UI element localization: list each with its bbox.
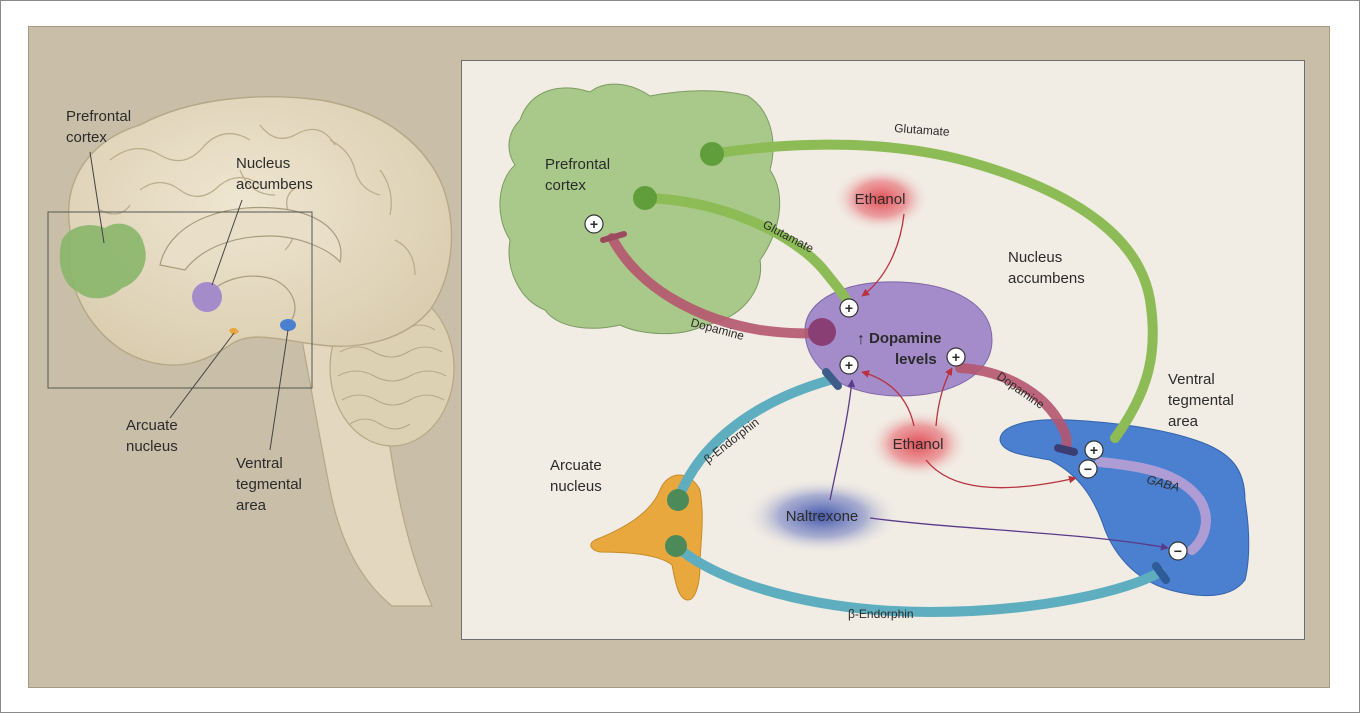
plus-badge-nac-bottom: + (840, 356, 858, 374)
svg-text:+: + (590, 216, 598, 232)
vta-region (1000, 420, 1249, 596)
diagram-label-arcuate-nucleus: Arcuate nucleus (550, 457, 606, 495)
svg-text:+: + (1090, 442, 1098, 458)
brain-vta (280, 319, 296, 331)
dopamine-vta-label: Dopamine (994, 369, 1047, 412)
svg-text:−: − (1174, 543, 1182, 559)
brain-label-arcuate-nucleus: Arcuate nucleus (126, 417, 182, 455)
plus-badge-vta: + (1085, 441, 1103, 459)
beta-endorphin-lower-label: β-Endorphin (848, 607, 914, 621)
minus-badge-vta-top: − (1079, 460, 1097, 478)
prefrontal-cortex-region (500, 84, 780, 334)
svg-text:+: + (845, 357, 853, 373)
svg-text:+: + (845, 300, 853, 316)
plus-badge-nac-top: + (840, 299, 858, 317)
plus-badge-nac-right: + (947, 348, 965, 366)
brain-illustration (48, 97, 454, 606)
svg-text:+: + (952, 349, 960, 365)
plus-badge-pfc: + (585, 215, 603, 233)
diagram-label-vta: Ventral tegmental area (1168, 371, 1238, 430)
minus-badge-vta-bottom: − (1169, 542, 1187, 560)
svg-text:−: − (1084, 461, 1092, 477)
dopamine-levels-arrow: ↑ (857, 331, 865, 348)
brain-nucleus-accumbens (192, 282, 222, 312)
beta-endorphin-lower-pathway (676, 546, 1160, 612)
diagram-label-nucleus-accumbens: Nucleus accumbens (1008, 249, 1085, 287)
glutamate-outer-label: Glutamate (894, 121, 951, 139)
naltrexone-label: Naltrexone (786, 508, 859, 525)
brain-label-vta: Ventral tegmental area (236, 455, 306, 514)
ethanol-bottom-label: Ethanol (893, 436, 944, 453)
ethanol-top-label: Ethanol (855, 191, 906, 208)
